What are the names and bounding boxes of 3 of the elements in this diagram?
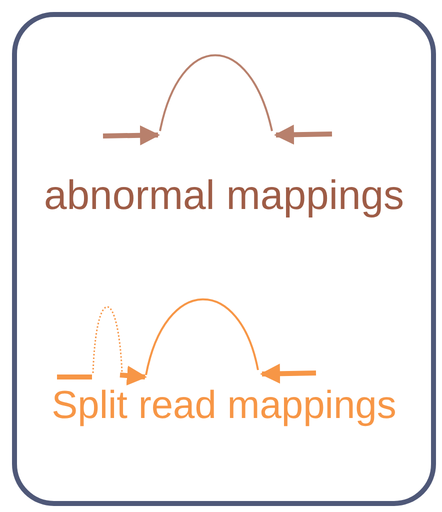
rounded-panel <box>12 12 436 506</box>
caption-text: abnormal mappings <box>42 172 406 219</box>
caption-text: Split read mappings <box>50 384 398 428</box>
